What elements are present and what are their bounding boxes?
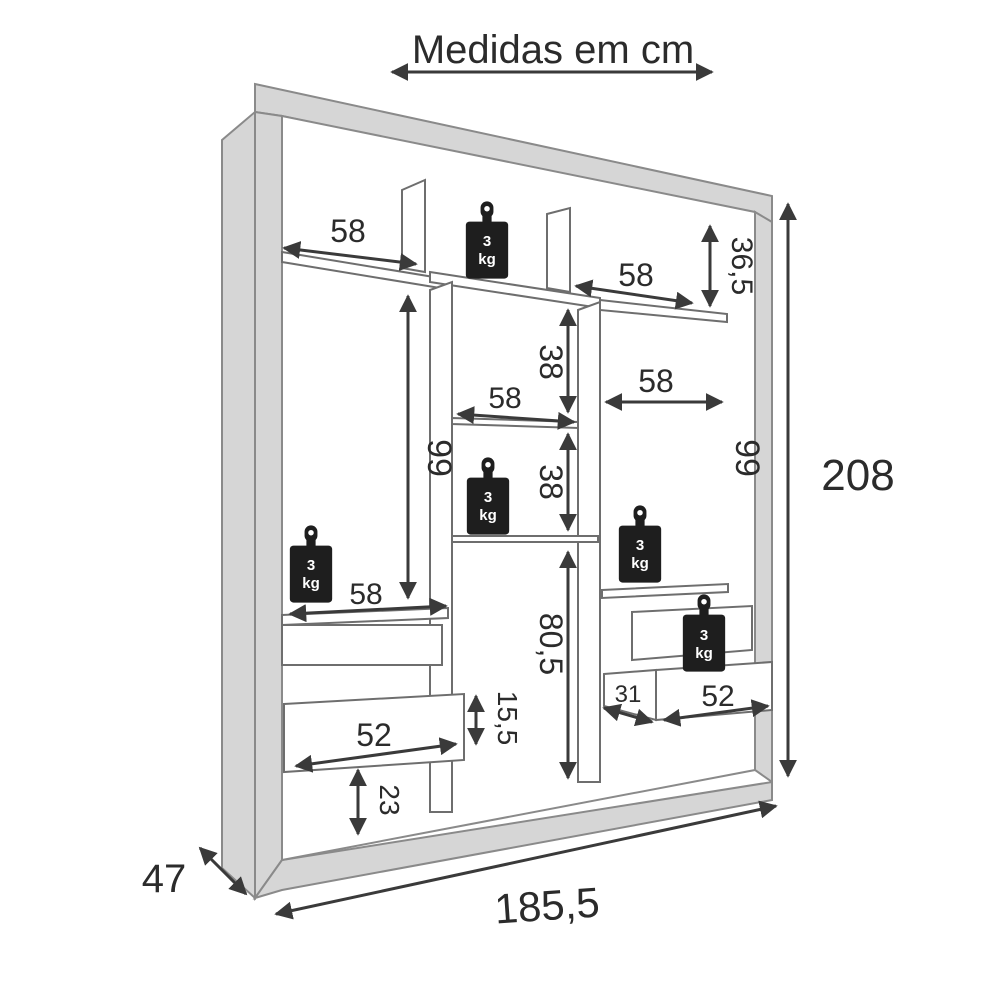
weight-tag: 3 kg bbox=[289, 525, 333, 603]
arrow-shelf-left-low bbox=[288, 597, 448, 623]
label-center-bottom: 80,5 bbox=[533, 613, 569, 675]
label-drawer-right-depth: 31 bbox=[615, 681, 642, 708]
svg-text:kg: kg bbox=[302, 575, 320, 592]
frame-outer bbox=[254, 110, 283, 902]
label-shelf-center: 58 bbox=[488, 382, 521, 415]
label-shelf-left-low: 58 bbox=[349, 578, 382, 611]
arrow-drawer-left-width bbox=[294, 737, 458, 773]
label-hanger-left: 99 bbox=[420, 439, 458, 477]
label-shelf-top-left: 58 bbox=[330, 213, 366, 249]
dimension-labels: 208 185,5 47 58 58 36,5 99 99 38 58 38 5… bbox=[142, 213, 895, 933]
svg-text:3: 3 bbox=[484, 489, 492, 506]
left-side-panel bbox=[221, 109, 256, 901]
label-center-niche-lower: 38 bbox=[533, 464, 569, 500]
svg-text:kg: kg bbox=[478, 251, 496, 268]
dimension-arrows bbox=[198, 202, 797, 920]
divider-upper-left bbox=[401, 178, 426, 274]
weight-tag: 3 kg bbox=[682, 594, 726, 672]
label-drawer-right-width: 52 bbox=[701, 680, 734, 713]
center-shelf-2 bbox=[451, 535, 599, 543]
arrow-width-total bbox=[274, 800, 778, 920]
left-drawer-upper bbox=[281, 624, 443, 666]
divider-upper-right bbox=[546, 206, 571, 294]
arrow-drawer-right-width bbox=[662, 699, 770, 727]
svg-text:3: 3 bbox=[307, 557, 315, 574]
svg-text:kg: kg bbox=[631, 555, 649, 572]
label-shelf-top-right: 58 bbox=[618, 257, 654, 293]
arrow-shelf-center bbox=[456, 406, 576, 430]
svg-text:kg: kg bbox=[695, 645, 713, 662]
label-shelf-right: 58 bbox=[638, 363, 674, 399]
arrow-shelf-top-left bbox=[282, 241, 418, 271]
svg-text:3: 3 bbox=[636, 537, 644, 554]
label-height-total: 208 bbox=[821, 451, 894, 500]
label-drawer-left-height: 15,5 bbox=[492, 691, 523, 746]
label-depth-total: 47 bbox=[142, 857, 187, 901]
label-drawer-left-width: 52 bbox=[356, 717, 392, 753]
label-width-total: 185,5 bbox=[493, 878, 601, 932]
label-bottom-left-gap: 23 bbox=[374, 784, 405, 815]
right-drawer-shelf bbox=[601, 582, 729, 600]
label-center-niche-upper: 38 bbox=[533, 344, 569, 380]
diagram-title: Medidas em cm bbox=[412, 28, 694, 72]
label-hanger-right: 99 bbox=[728, 439, 766, 477]
label-top-right-niche: 36,5 bbox=[725, 237, 758, 295]
arrow-depth-total bbox=[198, 846, 248, 896]
weight-tag: 3 kg bbox=[618, 505, 662, 583]
weight-tag: 3 kg bbox=[466, 457, 510, 535]
svg-text:3: 3 bbox=[483, 233, 491, 250]
svg-text:kg: kg bbox=[479, 507, 497, 524]
weight-tag: 3 kg bbox=[465, 201, 509, 279]
arrow-shelf-top-right bbox=[574, 279, 694, 310]
arrow-drawer-right-depth bbox=[602, 703, 654, 727]
svg-text:3: 3 bbox=[700, 627, 708, 644]
